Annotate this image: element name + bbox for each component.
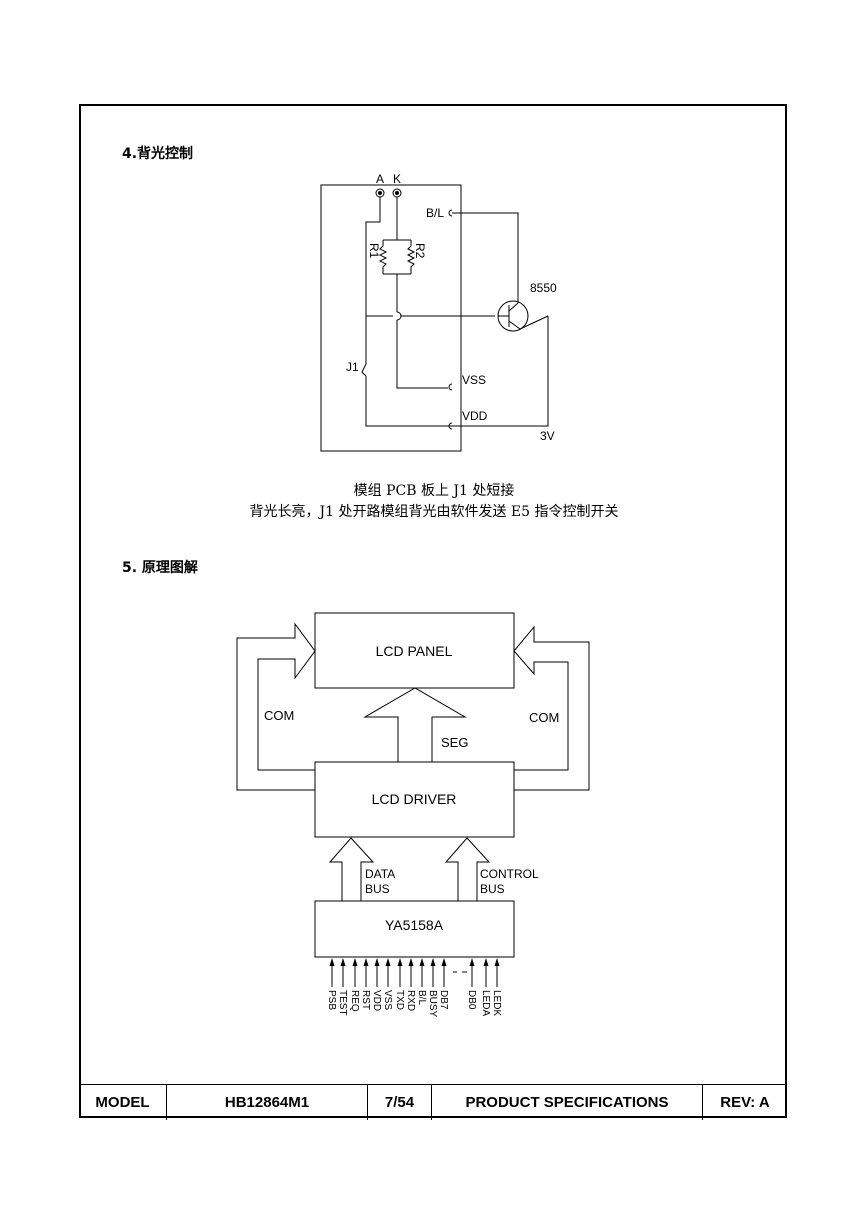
label-lcd-panel: LCD PANEL xyxy=(376,643,453,659)
pin-label: REQ xyxy=(349,990,360,1012)
pin-label: PSB xyxy=(326,990,337,1010)
section-title-schematic: 5. 原理图解 xyxy=(122,560,198,576)
resistor-r2 xyxy=(406,240,416,274)
wire-vss xyxy=(396,320,448,389)
data-bus-arrow xyxy=(328,837,375,902)
pin-arrow-head xyxy=(483,958,489,966)
wire-bl xyxy=(460,212,519,303)
block-diagram xyxy=(236,612,590,973)
label-data-bus-2: BUS xyxy=(365,882,390,896)
label-a: A xyxy=(376,172,384,186)
wire-vdd xyxy=(365,376,448,427)
pin-label: TXD xyxy=(394,990,405,1010)
com-arrow-right xyxy=(513,625,590,791)
pin-arrow-head xyxy=(340,958,346,966)
backlight-circuit xyxy=(320,184,549,452)
footer-page-number: 7/54 xyxy=(368,1085,432,1120)
pin-label: DB0 xyxy=(466,990,477,1010)
footer-model-value: HB12864M1 xyxy=(167,1085,368,1120)
block-labels: LCD PANEL LCD DRIVER YA5158A COM COM SEG… xyxy=(264,643,559,933)
label-control-bus-2: BUS xyxy=(480,882,505,896)
pin-arrow-head xyxy=(469,958,475,966)
pin-arrow-head xyxy=(329,958,335,966)
pin-arrow-head xyxy=(397,958,403,966)
label-8550: 8550 xyxy=(530,281,557,295)
pin-label: LEDK xyxy=(491,990,502,1016)
backlight-caption-1: 模组 PCB 板上 J1 处短接 xyxy=(353,483,515,499)
module-outline xyxy=(320,184,462,452)
controller-box xyxy=(314,900,515,958)
resistor-r1 xyxy=(378,240,388,274)
label-com-left: COM xyxy=(264,708,294,723)
label-k: K xyxy=(393,172,401,186)
pin-label: B/L xyxy=(416,990,427,1005)
footer-doc-title: PRODUCT SPECIFICATIONS xyxy=(432,1085,703,1120)
control-bus-arrow xyxy=(444,837,491,902)
label-vss: VSS xyxy=(462,373,486,387)
section-title-backlight: 4.背光控制 xyxy=(122,146,194,162)
pin-arrow-head xyxy=(408,958,414,966)
jumper-j1 xyxy=(361,363,367,377)
pin-label: RST xyxy=(360,990,371,1010)
pin-arrow-head xyxy=(419,958,425,966)
footer-model-label: MODEL xyxy=(79,1085,167,1120)
pin-label: VSS xyxy=(382,990,393,1010)
label-com-right: COM xyxy=(529,710,559,725)
label-seg: SEG xyxy=(441,735,468,750)
pin-label: DB7 xyxy=(438,990,449,1010)
label-lcd-driver: LCD DRIVER xyxy=(372,791,457,807)
backlight-caption-2: 背光长亮，J1 处开路模组背光由软件发送 E5 指令控制开关 xyxy=(249,504,619,520)
pin-label: LEDA xyxy=(480,990,491,1016)
pin-arrow-head xyxy=(352,958,358,966)
connector-bl xyxy=(448,209,453,217)
pin-label: BUSY xyxy=(427,990,438,1018)
label-vdd: VDD xyxy=(462,409,488,423)
page-frame xyxy=(79,104,787,1118)
footer-table: MODEL HB12864M1 7/54 PRODUCT SPECIFICATI… xyxy=(79,1084,787,1120)
backlight-labels: A K B/L R1 R2 8550 J1 VSS VDD 3V xyxy=(346,172,557,443)
pin-arrow-head xyxy=(494,958,500,966)
label-bl: B/L xyxy=(426,206,444,220)
label-r1: R1 xyxy=(367,243,381,259)
pin-label: TEST xyxy=(337,990,348,1016)
label-3v: 3V xyxy=(540,429,555,443)
seg-arrow xyxy=(363,687,467,763)
pin-arrow-head xyxy=(363,958,369,966)
label-control-bus-1: CONTROL xyxy=(480,867,539,881)
label-controller: YA5158A xyxy=(385,917,444,933)
pin-arrow-head xyxy=(385,958,391,966)
wire-a xyxy=(365,197,381,364)
footer-revision: REV: A xyxy=(720,1094,770,1111)
pin-arrow-head xyxy=(374,958,380,966)
label-j1: J1 xyxy=(346,360,359,374)
label-r2: R2 xyxy=(413,243,427,259)
pin-label: RXD xyxy=(405,990,416,1011)
pin-arrow-head xyxy=(430,958,436,966)
pin-arrow-head xyxy=(441,958,447,966)
controller-pin-arrows xyxy=(329,958,500,987)
label-data-bus-1: DATA xyxy=(365,867,395,881)
com-arrow-left xyxy=(236,622,316,791)
pin-label: VDD xyxy=(371,990,382,1011)
connector-vss xyxy=(448,383,453,391)
